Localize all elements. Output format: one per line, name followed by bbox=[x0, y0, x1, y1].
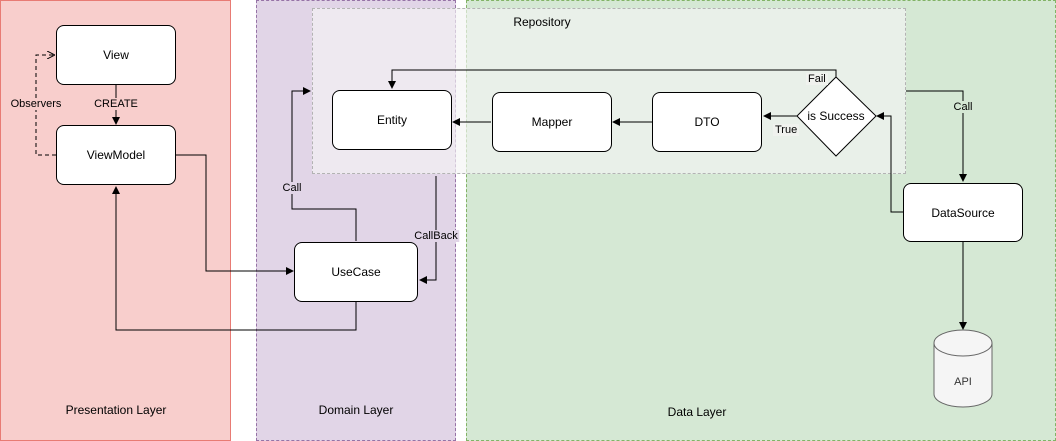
presentation-layer-title: Presentation Layer bbox=[65, 403, 167, 417]
api-label: API bbox=[954, 376, 972, 388]
dto-node: DTO bbox=[652, 92, 762, 152]
edge-datasource-to-diamond bbox=[876, 112, 903, 213]
create-label: CREATE bbox=[92, 98, 140, 110]
dto-label: DTO bbox=[694, 115, 720, 129]
edge-callback bbox=[419, 176, 437, 284]
edge-repo-to-datasource bbox=[906, 90, 967, 182]
call-usecase-label: Call bbox=[280, 182, 304, 194]
mapper-node: Mapper bbox=[492, 92, 612, 152]
true-label: True bbox=[773, 124, 800, 136]
domain-layer-title: Domain Layer bbox=[318, 403, 394, 417]
edge-usecase-to-entity bbox=[291, 87, 357, 241]
is-success-diamond bbox=[796, 76, 877, 157]
viewmodel-label: ViewModel bbox=[86, 148, 146, 162]
is-success-label: is Success bbox=[807, 109, 865, 123]
edge-fail bbox=[388, 69, 837, 89]
entity-node: Entity bbox=[332, 90, 452, 150]
data-layer-title: Data Layer bbox=[667, 405, 727, 419]
usecase-label: UseCase bbox=[331, 265, 381, 279]
observers-label: Observers bbox=[8, 98, 64, 110]
api-cylinder bbox=[933, 329, 993, 408]
edge-viewmodel-to-usecase bbox=[176, 154, 294, 275]
view-label: View bbox=[103, 48, 129, 62]
entity-label: Entity bbox=[376, 113, 407, 127]
edge-usecase-to-viewmodel bbox=[112, 186, 357, 331]
call-datasource-label: Call bbox=[951, 101, 975, 113]
mapper-label: Mapper bbox=[531, 115, 573, 129]
callback-label: CallBack bbox=[412, 230, 460, 242]
fail-label: Fail bbox=[806, 73, 828, 85]
datasource-node: DataSource bbox=[903, 183, 1023, 242]
viewmodel-node: ViewModel bbox=[56, 125, 176, 185]
datasource-label: DataSource bbox=[931, 205, 995, 220]
usecase-node: UseCase bbox=[294, 242, 418, 302]
repository-title: Repository bbox=[513, 15, 571, 29]
view-node: View bbox=[56, 25, 176, 85]
